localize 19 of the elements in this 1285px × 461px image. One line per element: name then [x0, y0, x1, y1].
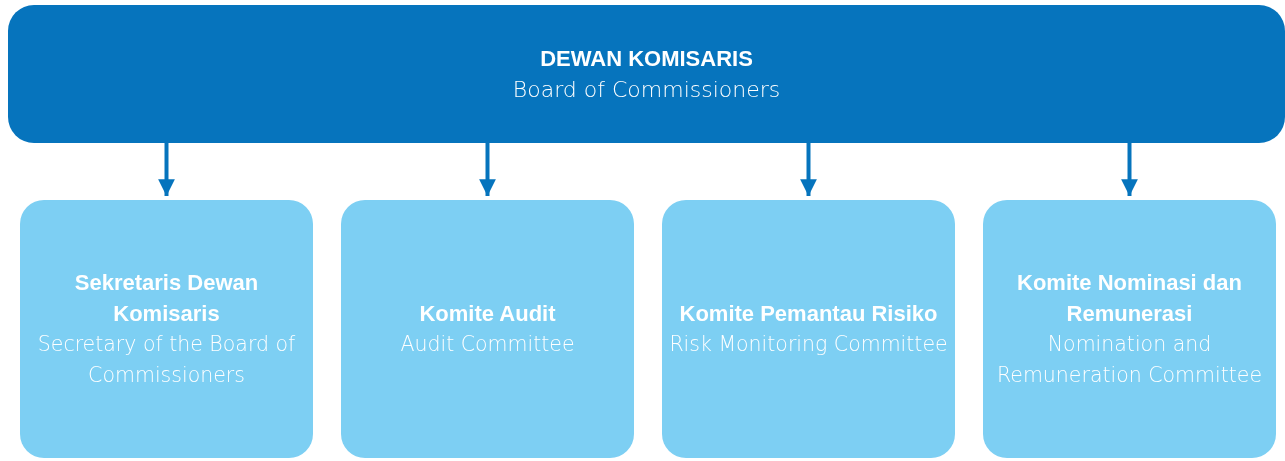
box-heading: Komite Pemantau Risiko — [679, 300, 938, 328]
box-heading: Komite Audit — [419, 300, 556, 328]
committee-box — [662, 200, 955, 458]
box-heading: Sekretaris Dewan Komisaris — [73, 269, 260, 328]
box-heading: Komite Nominasi dan Remunerasi — [1016, 269, 1243, 328]
box-subtitle: Audit Committee — [400, 331, 575, 358]
arrow — [1121, 143, 1138, 196]
box-subtitle: Secretary of the Board of Commissioners — [36, 331, 297, 389]
box-subtitle: Board of Commissioners — [512, 76, 781, 104]
arrow — [479, 143, 496, 196]
committee-box — [341, 200, 634, 458]
committee-box — [20, 200, 313, 458]
box-subtitle: Nomination and Remuneration Committee — [995, 331, 1264, 389]
arrow — [800, 143, 817, 196]
box-subtitle: Risk Monitoring Committee — [669, 331, 948, 358]
committee-box — [983, 200, 1276, 458]
board-box — [8, 5, 1285, 143]
arrow — [158, 143, 175, 196]
box-heading: DEWAN KOMISARIS — [540, 45, 753, 73]
